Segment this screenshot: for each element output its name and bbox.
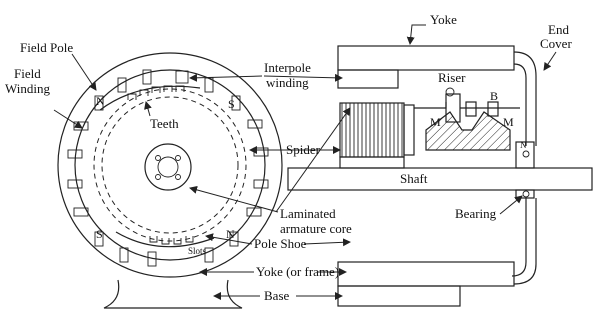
- label-n-right: N: [520, 140, 527, 150]
- label-m-left: M: [430, 115, 441, 129]
- base-foot: [103, 279, 243, 309]
- label-teeth: Teeth: [150, 116, 179, 131]
- label-riser: Riser: [438, 70, 466, 85]
- label-field: Field: [14, 66, 41, 81]
- label-winding: Winding: [5, 81, 50, 96]
- base-block: [337, 285, 461, 307]
- pole-shoe-top: [99, 85, 201, 111]
- riser-link: [414, 102, 447, 109]
- commutator: [425, 111, 511, 151]
- yoke-outer: [57, 52, 283, 278]
- commutator-end: [403, 104, 415, 156]
- pole-s-top: S: [228, 97, 235, 111]
- spider: [339, 156, 405, 169]
- armature-outline: [93, 88, 247, 242]
- interpole-winding: [337, 69, 399, 89]
- label-cover: Cover: [540, 36, 572, 51]
- label-field-pole: Field Pole: [20, 40, 73, 55]
- label-pole-shoe: Pole Shoe: [254, 236, 307, 251]
- label-bearing: Bearing: [455, 206, 497, 221]
- shaft-hub: [144, 143, 192, 191]
- bearing-block-bottom: [515, 189, 535, 199]
- label-interpole: Interpole: [264, 60, 311, 75]
- labels: Yoke End Cover Field Pole Field Winding …: [5, 12, 572, 303]
- pole-n-bottom: N: [226, 227, 235, 241]
- cross-section: [57, 52, 283, 309]
- armature-slot-circle: [101, 96, 239, 234]
- label-yoke-frame: Yoke (or frame): [256, 264, 339, 279]
- yoke-bottom: [337, 261, 515, 287]
- leader-lines: [53, 24, 557, 300]
- label-interpole-winding: winding: [266, 75, 309, 90]
- brush-b2: [487, 101, 499, 117]
- label-spider: Spider: [286, 142, 321, 157]
- pole-n-top: N: [96, 94, 105, 108]
- slots: [149, 236, 194, 245]
- label-b: B: [490, 89, 498, 103]
- label-base: Base: [264, 288, 290, 303]
- label-end: End: [548, 22, 569, 37]
- label-laminated: Laminated: [280, 206, 336, 221]
- bearing-block-top: [515, 141, 535, 169]
- label-m-right: M: [503, 115, 514, 129]
- label-slots: Slots: [188, 246, 207, 256]
- label-yoke-top: Yoke: [430, 12, 457, 27]
- shaft-bore: [157, 156, 179, 178]
- yoke-inner: [74, 69, 266, 261]
- yoke-top: [337, 45, 515, 71]
- label-armature-core: armature core: [280, 221, 352, 236]
- pole-s-bottom: S: [96, 227, 103, 241]
- end-cover: [513, 51, 537, 146]
- pole-shoe-bottom: [115, 231, 215, 248]
- label-shaft: Shaft: [400, 171, 428, 186]
- brush-b: [465, 101, 477, 117]
- longitudinal-section: [287, 45, 593, 307]
- field-windings: [67, 69, 269, 267]
- shaft: [287, 167, 593, 191]
- armature-core: [339, 102, 405, 158]
